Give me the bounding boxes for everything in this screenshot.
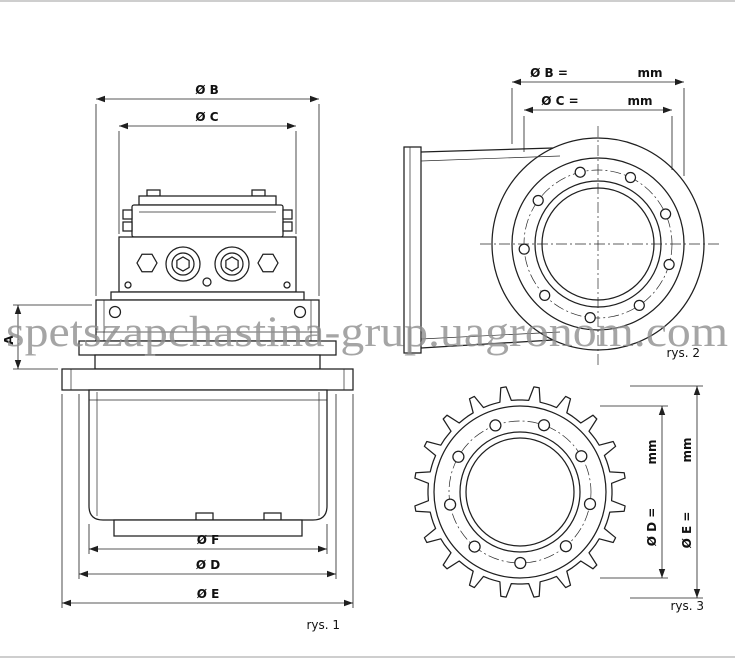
fig3-sprocket-view — [414, 386, 626, 598]
fig1-dim-d-label: Ø D — [196, 558, 220, 572]
fig2-dim-c-label: Ø C = — [541, 94, 578, 108]
sprocket-teeth — [414, 386, 626, 598]
fig3-dim-e-unit: mm — [680, 437, 694, 462]
fig1-dim-b-label: Ø B — [195, 83, 219, 97]
watermark-text: spetszapchastina-grup.uagronom.com — [6, 309, 728, 356]
fig2-motor-side-view — [403, 126, 722, 366]
fig3-caption: rys. 3 — [670, 599, 704, 613]
fig3-dim-d-unit: mm — [645, 439, 659, 464]
fig1-caption: rys. 1 — [306, 618, 340, 632]
fig1-dim-e-label: Ø E — [197, 587, 220, 601]
fig2-dimensions — [511, 78, 685, 176]
fig1-dim-a-label: A — [2, 335, 16, 345]
fig1-dim-f-label: Ø F — [197, 533, 220, 547]
fig2-dim-b-label: Ø B = — [530, 66, 568, 80]
fig1-dimensions — [13, 95, 354, 608]
fig3-dim-d-label: Ø D = — [645, 508, 659, 547]
fig3-dimensions — [600, 385, 703, 599]
hex-plug-icons — [136, 253, 279, 273]
fig1-dim-c-label: Ø C — [195, 110, 218, 124]
fig3-dim-e-label: Ø E = — [680, 512, 694, 549]
fig3-bolt-holes — [443, 419, 597, 570]
fig2-caption: rys. 2 — [666, 346, 700, 360]
fig2-dim-c-unit: mm — [627, 94, 652, 108]
fig1-final-drive-front-view — [61, 189, 354, 537]
fig2-bolt-holes — [518, 166, 675, 324]
fig2-dim-b-unit: mm — [637, 66, 662, 80]
